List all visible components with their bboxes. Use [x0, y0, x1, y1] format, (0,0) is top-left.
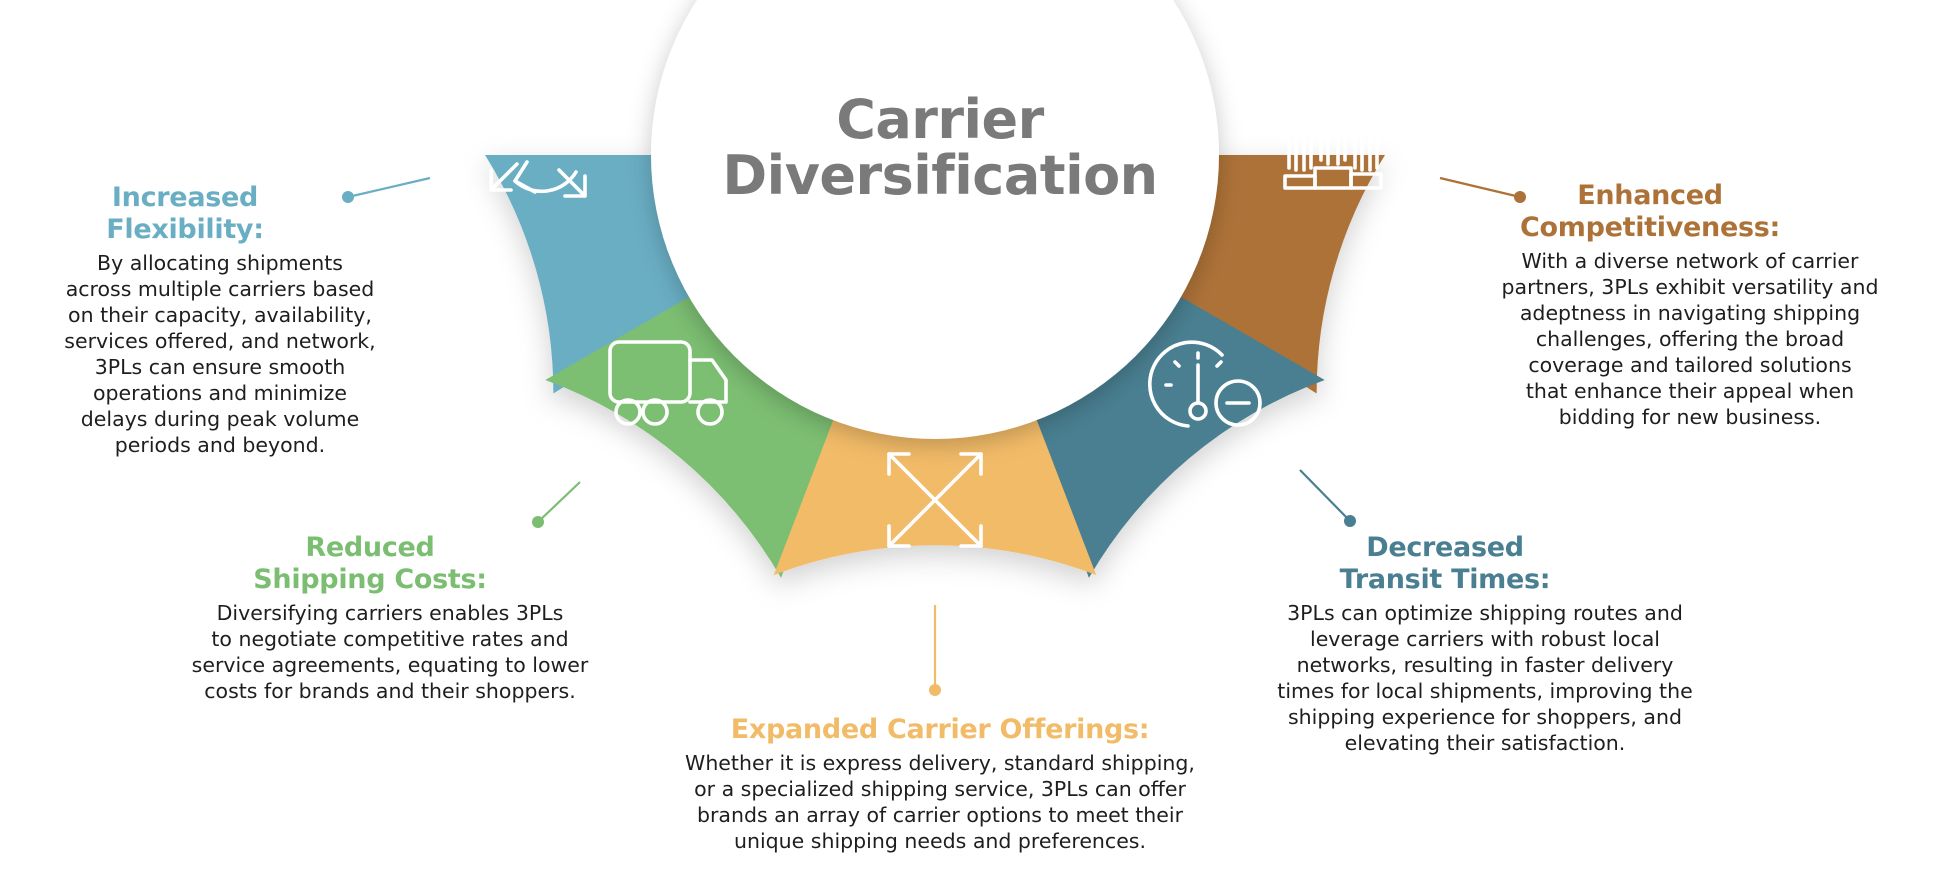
heading-reduced-shipping-costs: Reduced Shipping Costs:: [253, 532, 487, 595]
connector-dot-cost: [532, 516, 544, 528]
expand-arrows-icon: [887, 452, 983, 548]
heading-decreased-transit-times: Decreased Transit Times:: [1339, 532, 1551, 595]
label-decreased-transit-times: Decreased Transit Times: 3PLs can optimi…: [1245, 532, 1725, 756]
connector-line-transit: [1299, 469, 1351, 522]
body-increased-flexibility: By allocating shipments across multiple …: [64, 251, 376, 457]
body-enhanced-competitiveness: With a diverse network of carrier partne…: [1501, 249, 1879, 429]
label-reduced-shipping-costs: Reduced Shipping Costs: Diversifying car…: [160, 532, 620, 704]
podium-people-icon: [1283, 96, 1383, 190]
label-increased-flexibility: Increased Flexibility: By allocating shi…: [40, 182, 400, 458]
body-reduced-shipping-costs: Diversifying carriers enables 3PLs to ne…: [191, 601, 589, 703]
connector-line-cost: [537, 481, 581, 523]
clock-minus-icon: [1148, 340, 1262, 428]
title-line-2: Diversification: [722, 144, 1158, 207]
connector-dot-compete: [1514, 191, 1526, 203]
connector-line-compete: [1439, 176, 1521, 199]
body-decreased-transit-times: 3PLs can optimize shipping routes and le…: [1277, 601, 1693, 755]
heading-expanded-carrier-offerings: Expanded Carrier Offerings:: [730, 714, 1150, 745]
body-expanded-carrier-offerings: Whether it is express delivery, standard…: [685, 751, 1195, 853]
connector-dot-transit: [1344, 515, 1356, 527]
connector-dot-flex: [342, 191, 354, 203]
label-expanded-carrier-offerings: Expanded Carrier Offerings: Whether it i…: [640, 714, 1240, 854]
heading-enhanced-competitiveness: Enhanced Competitiveness:: [1519, 180, 1781, 243]
ring-segment-offer: [773, 401, 1097, 576]
label-enhanced-competitiveness: Enhanced Competitiveness: With a diverse…: [1480, 180, 1900, 430]
delivery-truck-icon: [608, 340, 728, 426]
center-hub: [651, 0, 1219, 439]
heading-increased-flexibility: Increased Flexibility:: [106, 182, 264, 245]
page-title: Carrier Diversification: [700, 92, 1180, 204]
connector-line-flex: [347, 176, 431, 199]
title-line-1: Carrier: [836, 88, 1044, 151]
connector-dot-offer: [929, 684, 941, 696]
refresh-arrows-icon: [489, 94, 593, 198]
